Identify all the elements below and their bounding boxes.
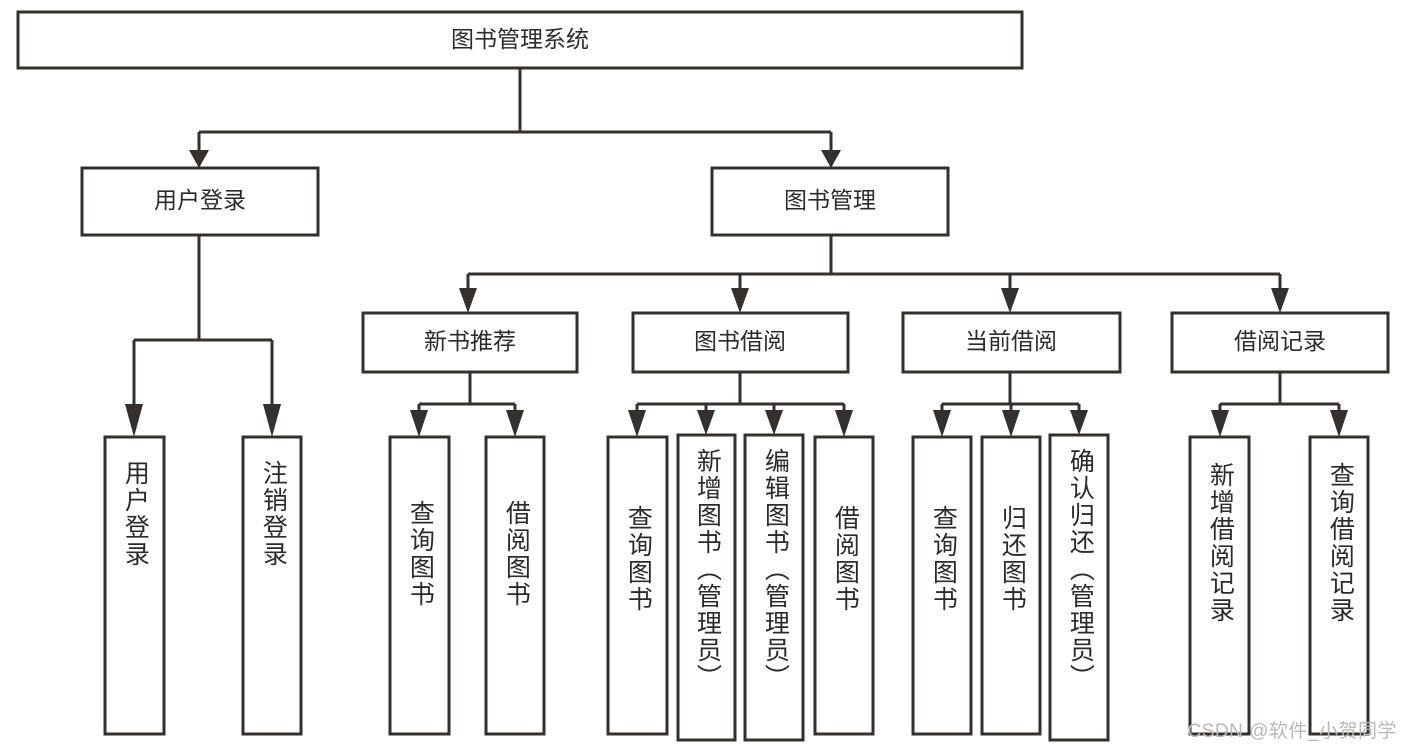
leaf-query-books-nb-rect[interactable] (388, 435, 451, 736)
node-borrow-records-label: 借阅记录 (1234, 328, 1326, 354)
leaf-query-borrow-record-label: 查询借阅记录 (1326, 462, 1355, 624)
leaf-borrow-books-nb-rect[interactable] (484, 435, 546, 736)
leaf-node-user-login[interactable]: 用户登录 (103, 435, 166, 736)
node-new-book-recommend-label: 新书推荐 (424, 328, 516, 354)
leaf-node-edit-book-admin[interactable]: 编辑图书（管理员） (743, 433, 805, 742)
node-current-borrow[interactable]: 当前借阅 (901, 311, 1122, 374)
leaf-confirm-return-admin-rect[interactable] (1048, 433, 1110, 742)
leaf-node-return-books[interactable]: 归还图书 (980, 435, 1042, 736)
leaf-query-books-bb-label: 查询图书 (624, 505, 653, 613)
arrow-head-cb-leaf2 (1002, 410, 1020, 437)
leaf-logout-rect[interactable] (241, 435, 303, 736)
leaf-borrow-books-bb-rect[interactable] (813, 435, 875, 736)
leaf-edit-book-admin-label: 编辑图书（管理员） (761, 448, 790, 691)
leaf-query-borrow-record-rect[interactable] (1308, 435, 1370, 736)
leaf-node-logout[interactable]: 注销登录 (241, 435, 303, 736)
arrow-head-leaf-user-login (125, 404, 143, 437)
leaf-node-confirm-return-admin[interactable]: 确认归还（管理员） (1048, 433, 1110, 742)
arrow-head-bb-leaf4 (835, 410, 853, 437)
leaf-add-book-admin-rect[interactable] (676, 433, 737, 742)
arrow-head-br-leaf1 (1211, 410, 1229, 437)
node-book-borrow-rect[interactable] (631, 311, 850, 374)
node-book-borrow[interactable]: 图书借阅 (631, 311, 850, 374)
leaf-add-borrow-record-rect[interactable] (1188, 435, 1251, 736)
leaf-borrow-books-bb-label: 借阅图书 (831, 505, 860, 613)
node-user-login-rect[interactable] (80, 166, 320, 237)
arrow-head-nb-leaf2 (506, 410, 524, 437)
arrow-head-leaf-logout (263, 404, 281, 437)
node-book-borrow-label: 图书借阅 (694, 328, 786, 354)
leaf-node-add-book-admin[interactable]: 新增图书（管理员） (676, 433, 737, 742)
leaf-add-borrow-record-label: 新增借阅记录 (1206, 462, 1235, 624)
node-book-management-label: 图书管理 (784, 187, 876, 213)
leaf-borrow-books-nb-label: 借阅图书 (502, 500, 531, 608)
node-root-rect[interactable] (16, 10, 1024, 70)
connector-group (125, 68, 1348, 437)
node-book-management-rect[interactable] (710, 166, 950, 237)
leaf-add-book-admin-label: 新增图书（管理员） (693, 448, 722, 691)
node-borrow-records[interactable]: 借阅记录 (1170, 311, 1390, 374)
leaf-confirm-return-admin-label: 确认归还（管理员） (1066, 448, 1095, 691)
arrow-head-book-borrow (731, 288, 749, 313)
leaf-return-books-label: 归还图书 (998, 505, 1027, 613)
arrow-head-user-login (189, 150, 209, 168)
leaf-query-books-cb-label: 查询图书 (929, 505, 958, 613)
leaf-user-login-rect[interactable] (103, 435, 166, 736)
leaf-node-query-books-cb[interactable]: 查询图书 (911, 435, 973, 736)
arrow-head-cb-leaf1 (933, 410, 951, 437)
node-current-borrow-rect[interactable] (901, 311, 1122, 374)
arrow-head-br-leaf2 (1330, 410, 1348, 437)
node-user-login-label: 用户登录 (154, 187, 246, 213)
leaf-node-query-borrow-record[interactable]: 查询借阅记录 (1308, 435, 1370, 736)
arrow-head-bb-leaf1 (628, 410, 646, 437)
leaf-node-query-books-bb[interactable]: 查询图书 (606, 435, 669, 736)
leaf-node-add-borrow-record[interactable]: 新增借阅记录 (1188, 435, 1251, 736)
leaf-node-query-books-nb[interactable]: 查询图书 (388, 435, 451, 736)
leaf-logout-label: 注销登录 (259, 460, 288, 568)
node-new-book-recommend[interactable]: 新书推荐 (361, 311, 579, 374)
arrow-head-bb-leaf2 (697, 410, 715, 435)
leaf-return-books-rect[interactable] (980, 435, 1042, 736)
node-borrow-records-rect[interactable] (1170, 311, 1390, 374)
arrow-head-book-mgmt (821, 150, 841, 168)
arrow-head-nb-leaf1 (410, 410, 428, 437)
node-user-login[interactable]: 用户登录 (80, 166, 320, 237)
node-current-borrow-label: 当前借阅 (965, 328, 1057, 354)
arrow-head-current-borrow (1001, 288, 1019, 313)
node-book-management[interactable]: 图书管理 (710, 166, 950, 237)
node-new-book-recommend-rect[interactable] (361, 311, 579, 374)
leaf-node-borrow-books-bb[interactable]: 借阅图书 (813, 435, 875, 736)
leaf-query-books-cb-rect[interactable] (911, 435, 973, 736)
leaf-query-books-nb-label: 查询图书 (406, 500, 435, 608)
leaf-query-books-bb-rect[interactable] (606, 435, 669, 736)
arrow-head-borrow-records (1271, 288, 1289, 313)
leaf-user-login-label: 用户登录 (121, 460, 150, 568)
arrow-head-bb-leaf3 (765, 410, 783, 435)
leaf-edit-book-admin-rect[interactable] (743, 433, 805, 742)
arrow-head-new-books (459, 288, 477, 313)
node-root-label: 图书管理系统 (451, 26, 589, 52)
node-root-system[interactable]: 图书管理系统 (16, 10, 1024, 70)
leaf-node-borrow-books-nb[interactable]: 借阅图书 (484, 435, 546, 736)
arrow-head-cb-leaf3 (1070, 410, 1088, 435)
